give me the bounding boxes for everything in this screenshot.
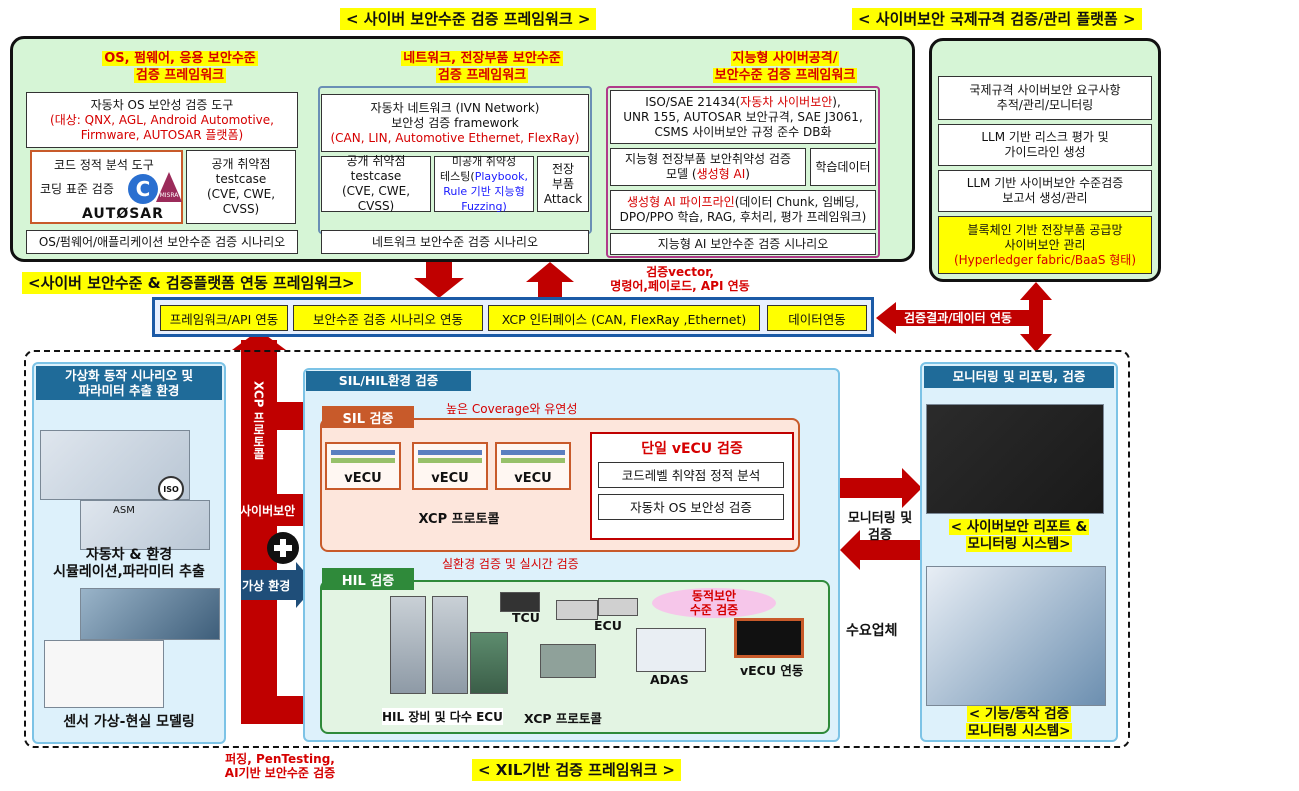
silhil-head: SIL/HIL환경 검증 [306, 371, 471, 391]
col3-title: 지능형 사이버공격/ 보안수준 검증 프레임워크 [712, 51, 858, 83]
fuzz-label: 퍼징, PenTesting,AI기반 보안수준 검증 [224, 752, 336, 780]
vehicle-photo [80, 588, 220, 640]
vector-label: 검증vector,명령어,페이로드, API 연동 [610, 265, 750, 293]
vecu-link-label: vECU 연동 [740, 663, 804, 678]
sil-head: SIL 검증 [322, 406, 414, 428]
ecu-attack-box: 전장 부품 Attack [537, 156, 589, 212]
xcp-up-arrowhead [232, 330, 286, 350]
report-label: < 사이버보안 리포트 & 모니터링 시스템> [948, 519, 1090, 552]
linkage-item-scenario: 보안수준 검증 시나리오 연동 [293, 305, 483, 331]
vuln-model-box: 지능형 전장부품 보안취약성 검증 모델 (생성형 AI) [610, 148, 806, 186]
adas-car-diagram [636, 628, 706, 672]
ai-scenario-box: 지능형 AI 보안수준 검증 시나리오 [610, 233, 876, 255]
xil-frame [24, 350, 1130, 748]
unpublished-vuln-box: 미공개 취약성 테스팅(Playbook, Rule 기반 지능형 Fuzzin… [434, 155, 534, 213]
hil-note: 실환경 검증 및 실시간 검증 [442, 557, 579, 571]
ecu-device-1 [556, 600, 598, 620]
function-monitor-screens [926, 566, 1106, 706]
public-vuln-testcase-box: 공개 취약점 testcase (CVE, CWE, CVSS) [186, 150, 296, 224]
sil-note: 높은 Coverage와 유연성 [446, 402, 578, 416]
result-label: 검증결과/데이터 연동 [900, 311, 1016, 325]
hil-devices-label: HIL 장비 및 다수 ECU [382, 708, 503, 725]
hil-board [470, 632, 508, 694]
tcu-device [500, 592, 540, 612]
hil-rack-1 [390, 596, 426, 694]
down-arrow [414, 262, 464, 298]
vecu-3: vECU [495, 442, 571, 490]
function-label: < 기능/동작 검증 모니터링 시스템> [965, 706, 1073, 739]
sensor-label: 센서 가상-현실 모델링 [63, 714, 195, 730]
hil-rack-2 [432, 596, 468, 694]
monitor-head: 모니터링 및 리포팅, 검증 [924, 366, 1114, 388]
iso-logo-icon: ISO [158, 476, 184, 502]
cyber-framework-title: < 사이버 보안수준 검증 프레임워크 > [340, 8, 597, 30]
virtual-env-bar [241, 570, 297, 600]
demand-label: 수요업체 [846, 623, 898, 639]
vecu-2: vECU [412, 442, 488, 490]
vecu-link-screen [734, 618, 804, 658]
single-vecu-title: 단일 vECU 검증 [641, 441, 743, 457]
ecu-device-3 [540, 644, 596, 678]
virtual-env-label: 가상 환경 [242, 579, 291, 593]
sensor-diagram [44, 640, 164, 708]
code-static-box: 코드레벨 취약점 정적 분석 [598, 462, 784, 488]
xcp-vertical-label: XCP 프로토콜 [251, 380, 266, 460]
ivn-framework-box: 자동차 네트워크 (IVN Network) 보안성 검증 framework … [321, 94, 589, 152]
network-public-vuln-box: 공개 취약점 testcase (CVE, CWE, CVSS) [321, 154, 431, 213]
genai-pipeline-box: 생성형 AI 파이프라인(데이터 Chunk, 임베딩, DPO/PPO 학습,… [610, 190, 876, 230]
network-scenario-box: 네트워크 보안수준 검증 시나리오 [321, 230, 589, 254]
xcp-vertical-bar [241, 340, 277, 724]
linkage-title: <사이버 보안수준 & 검증플랫폼 연동 프레임워크> [22, 272, 361, 294]
standards-db-box: ISO/SAE 21434(자동차 사이버보안), UNR 155, AUTOS… [610, 90, 876, 144]
linkage-item-data: 데이터연동 [767, 305, 867, 331]
os-scenario-box: OS/펌웨어/애플리케이션 보안수준 검증 시나리오 [26, 230, 298, 254]
col1-title: OS, 펌웨어, 응용 보안수준 검증 프레임워크 [102, 51, 258, 83]
autosar-logo: AUTØSAR [82, 206, 164, 222]
plus-v [280, 539, 286, 557]
linkage-item-api: 프레임워크/API 연동 [160, 305, 288, 331]
report-dashboard [926, 404, 1104, 514]
intl-monitor-double-arrow [1020, 282, 1052, 352]
os-security-tool-box: 자동차 OS 보안성 검증 도구 (대상: QNX, AGL, Android … [26, 92, 298, 148]
linkage-item-xcp: XCP 인터페이스 (CAN, FlexRay ,Ethernet) [488, 305, 760, 331]
up-arrow [526, 262, 574, 298]
hil-xcp-label: XCP 프로토콜 [524, 711, 602, 726]
static-analysis-box: 코드 정적 분석 도구 코딩 표준 검증 C MISRA AUTØSAR [30, 150, 183, 224]
ecu-device-2 [598, 598, 638, 616]
intelligent-frame [606, 86, 880, 258]
os-security-box: 자동차 OS 보안성 검증 [598, 494, 784, 520]
cyber-label: 사이버보안 [240, 504, 296, 518]
intl-platform-title: < 사이버보안 국제규격 검증/관리 플랫폼 > [852, 8, 1142, 30]
hil-head: HIL 검증 [322, 568, 414, 590]
adas-label: ADAS [650, 672, 689, 687]
to-monitor-arrow [840, 468, 922, 508]
from-monitor-arrow [840, 530, 922, 570]
learning-data-box: 학습데이터 [810, 148, 876, 186]
xil-title: < XIL기반 검증 프레임워크 > [472, 759, 681, 781]
col2-title: 네트워크, 전장부품 보안수준 검증 프레임워크 [401, 51, 563, 83]
cpp-logo-icon: C [128, 174, 158, 204]
asm-screenshot: ASM [80, 500, 210, 550]
sil-xcp-label: XCP 프로토콜 [418, 512, 500, 527]
vecu-1: vECU [325, 442, 401, 490]
ecu-label: ECU [594, 618, 622, 633]
tcu-label: TCU [512, 610, 540, 625]
